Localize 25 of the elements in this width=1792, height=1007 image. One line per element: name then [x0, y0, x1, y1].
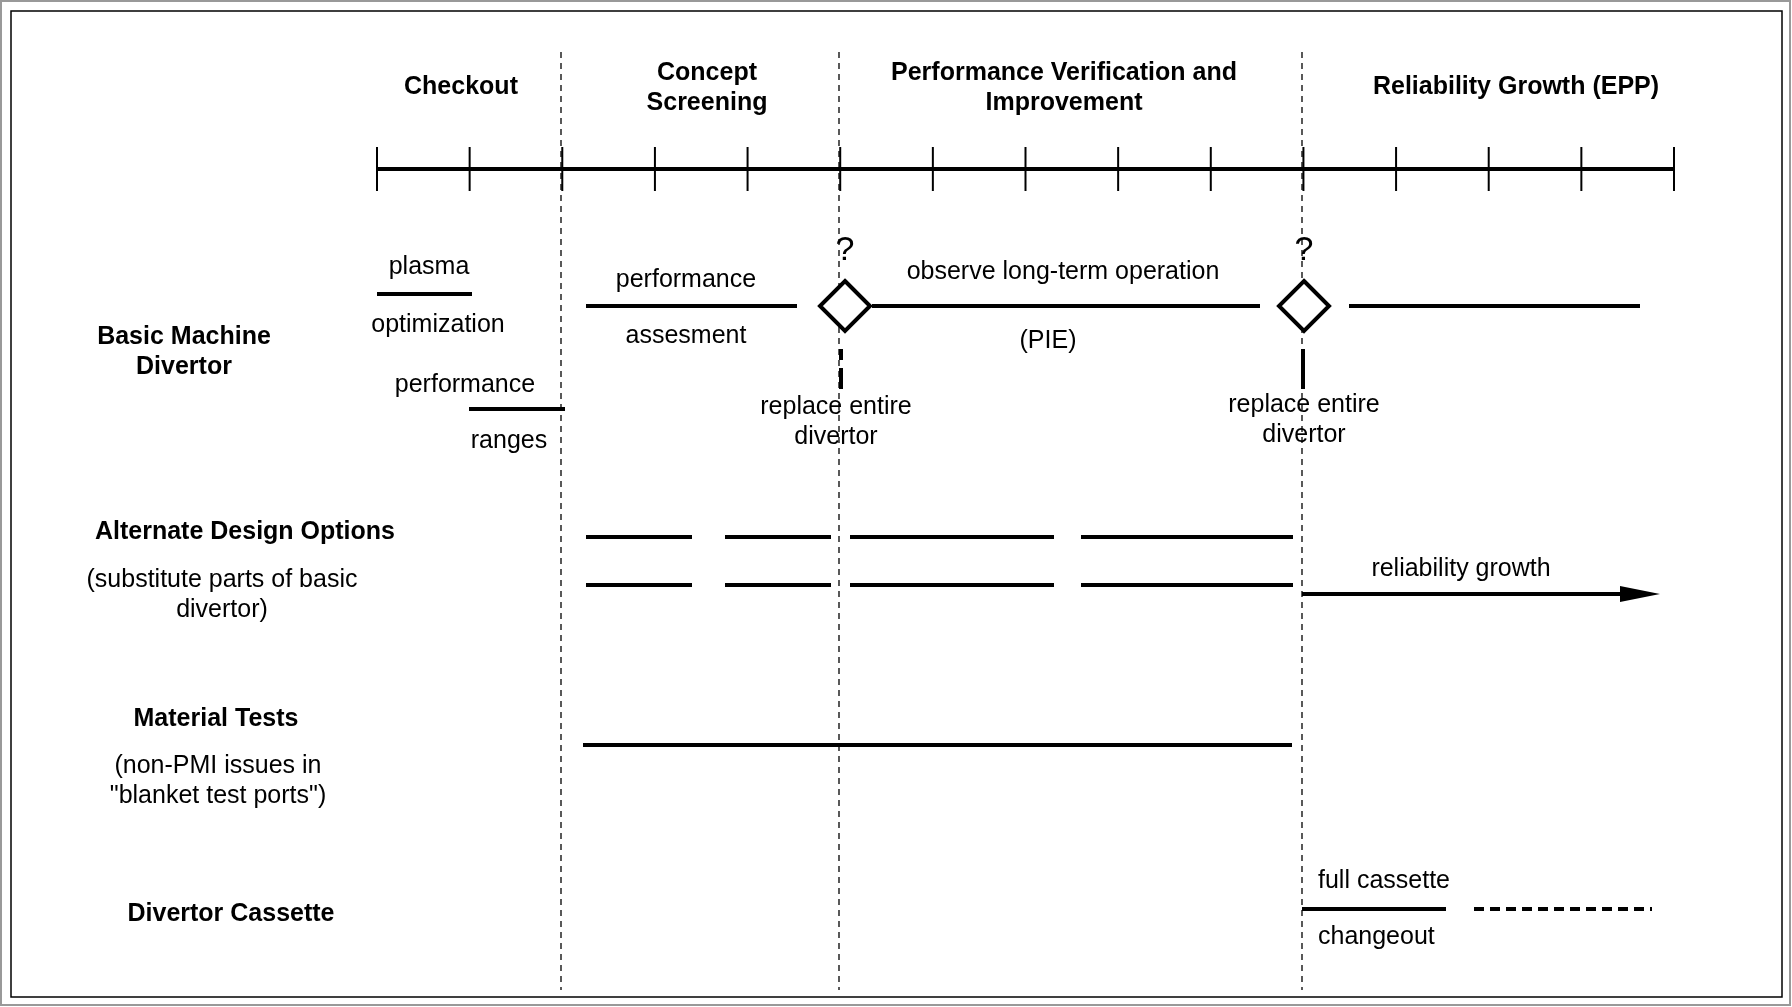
- milestone-question-mark: ?: [1293, 228, 1315, 268]
- row-heading: Basic Machine Divertor: [96, 320, 272, 380]
- phase-heading: Performance Verification and Improvement: [890, 56, 1238, 116]
- bar-label: replace entire divertor: [1227, 388, 1381, 448]
- bar-label: (PIE): [1018, 324, 1078, 354]
- bar-label: observe long-term operation: [905, 255, 1221, 285]
- bar-label: ranges: [469, 424, 549, 454]
- phase-heading: Reliability Growth (EPP): [1371, 70, 1661, 100]
- row-heading: Alternate Design Options: [93, 515, 396, 545]
- bar-label: performance: [393, 368, 537, 398]
- bar-label: plasma: [387, 250, 471, 280]
- bar-label: assesment: [624, 319, 748, 349]
- bar-label: reliability growth: [1370, 552, 1552, 582]
- row-heading: Material Tests: [132, 702, 300, 732]
- bar-label: (non-PMI issues in "blanket test ports"): [108, 749, 328, 809]
- bar-label: performance: [614, 263, 758, 293]
- bar-label: full cassette: [1318, 864, 1451, 894]
- bar-label: (substitute parts of basic divertor): [85, 563, 359, 623]
- row-heading: Divertor Cassette: [126, 897, 336, 927]
- bar-label: optimization: [370, 308, 506, 338]
- bar-label: changeout: [1318, 920, 1436, 950]
- phase-heading: Concept Screening: [645, 56, 769, 116]
- milestone-question-mark: ?: [834, 228, 856, 268]
- phase-heading: Checkout: [403, 70, 519, 100]
- bar-label: replace entire divertor: [759, 390, 913, 450]
